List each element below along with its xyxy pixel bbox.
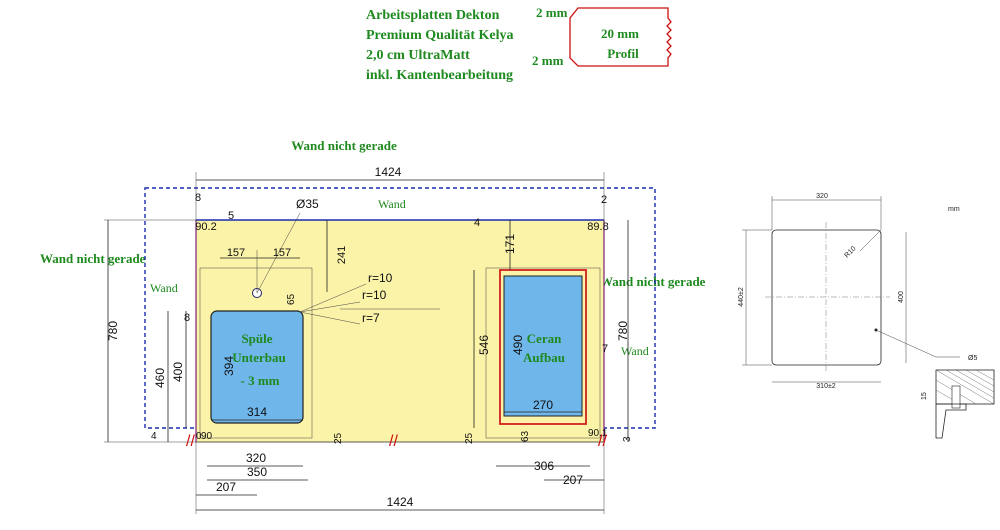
- tpl-radius: R10: [843, 245, 857, 259]
- spec-block: Arbeitsplatten Dekton Premium Qualität K…: [366, 6, 514, 86]
- profile-label-1: 20 mm: [601, 26, 639, 41]
- dim-hob-270: 270: [533, 398, 553, 412]
- hob-label-2: Aufbau: [523, 350, 565, 365]
- dim-sink-207: 207: [216, 480, 236, 494]
- tpl-height-left: 440±2: [738, 287, 745, 307]
- spec-line-1: Arbeitsplatten Dekton: [366, 8, 500, 23]
- dim-sink-400: 400: [171, 362, 185, 382]
- dim-hob-546: 546: [477, 335, 491, 355]
- dim-sink-314: 314: [247, 405, 267, 419]
- dim-corner-left: 90.2: [195, 221, 216, 233]
- break-mark-right: //: [598, 433, 607, 450]
- profile-outline: [569, 7, 672, 67]
- dim-bottom-3: 3: [622, 436, 633, 442]
- tpl-width-top: 320: [816, 193, 828, 200]
- wall-heading-left: Wand nicht gerade: [40, 251, 146, 266]
- dim-sink-394: 394: [222, 356, 236, 376]
- dim-corner-right: 89.8: [587, 221, 608, 233]
- dim-bottom-25a: 25: [333, 432, 344, 444]
- hob-label-1: Ceran: [527, 331, 562, 346]
- sink-label-3: - 3 mm: [241, 373, 280, 388]
- dim-small-65: 65: [286, 293, 297, 305]
- dim-hob-490: 490: [511, 335, 525, 355]
- dim-hob-306: 306: [534, 459, 554, 473]
- dim-bottom-63: 63: [520, 430, 531, 442]
- dim-top-right-small: 2: [601, 194, 607, 206]
- dim-small-4: 4: [474, 217, 480, 229]
- radius-leader-2: [299, 301, 361, 313]
- dim-radius-3: r=7: [362, 311, 380, 325]
- sink-cabinet-outline: [199, 267, 313, 439]
- dim-side-8: 8: [184, 312, 190, 324]
- radius-leader-3: [299, 311, 361, 325]
- dim-small-5: 5: [228, 210, 234, 222]
- dim-hob-207: 207: [563, 473, 583, 487]
- profile-label-2: Profil: [607, 46, 639, 61]
- dim-hole-offset-right: 157: [273, 247, 291, 259]
- dim-hole-diameter: Ø35: [296, 197, 319, 211]
- dim-height-right: 780: [616, 321, 630, 341]
- break-mark-left: //: [186, 433, 195, 450]
- tpl-hole-leader: [875, 329, 937, 358]
- wall-label-left: Wand: [150, 281, 178, 295]
- dim-sink-460: 460: [153, 368, 167, 388]
- sink-cutout: [210, 310, 304, 424]
- wall-heading-top: Wand nicht gerade: [291, 138, 397, 153]
- wall-heading-right: Wand nicht gerade: [600, 274, 706, 289]
- spec-line-4: inkl. Kantenbearbeitung: [366, 68, 514, 83]
- hob-frame: [499, 269, 587, 425]
- dim-hole-to-top: 241: [336, 246, 348, 264]
- tpl-hole-diameter: Ø5: [968, 355, 977, 362]
- tpl-depth: 15: [921, 392, 928, 400]
- dim-bottom-25b: 25: [464, 432, 475, 444]
- tpl-section-clamp: [935, 403, 967, 439]
- dim-side-7: 7: [602, 343, 608, 355]
- dim-bottom-90-left: 90: [201, 431, 213, 442]
- spec-line-3: 2,0 cm UltraMatt: [366, 48, 470, 63]
- dim-radius-2: r=10: [362, 288, 387, 302]
- dim-radius-1: r=10: [368, 271, 393, 285]
- dim-bottom-90-right: 90.1: [588, 428, 608, 439]
- wall-label-right: Wand: [621, 344, 649, 358]
- dim-height-left: 780: [106, 321, 120, 341]
- sink-label-2: Unterbau: [232, 350, 285, 365]
- dim-top-left-small: 8: [195, 192, 201, 204]
- dim-hole-offset-left: 157: [227, 247, 245, 259]
- dim-top-total: 1424: [375, 165, 402, 179]
- template-outline: [771, 229, 882, 366]
- hob-cabinet-outline: [485, 267, 601, 439]
- tap-hole-leader: [256, 212, 301, 294]
- sink-label-1: Spüle: [241, 331, 272, 346]
- tpl-radius-leader: [859, 229, 882, 252]
- radius-leader-1: [299, 283, 367, 313]
- wall-label-top: Wand: [378, 197, 406, 211]
- dim-hob-171: 171: [503, 234, 517, 254]
- template-unit: mm: [948, 206, 960, 213]
- hob-cutout: [503, 275, 583, 417]
- tpl-section-bolt: [951, 385, 961, 409]
- dim-bottom-4: 4: [151, 431, 157, 442]
- tpl-width-bottom: 310±2: [816, 383, 836, 390]
- break-mark-center: //: [389, 433, 398, 450]
- tpl-section-hatch: [935, 369, 995, 405]
- spec-line-2: Premium Qualität Kelya: [366, 28, 514, 43]
- tpl-height-right: 400: [898, 291, 905, 303]
- edge-bottom-label: 2 mm: [532, 53, 564, 68]
- dim-bottom-total: 1424: [387, 495, 414, 509]
- dim-bottom-0: 0: [196, 431, 202, 442]
- edge-top-label: 2 mm: [536, 5, 568, 20]
- dim-sink-320: 320: [246, 451, 266, 465]
- dim-sink-350: 350: [247, 465, 267, 479]
